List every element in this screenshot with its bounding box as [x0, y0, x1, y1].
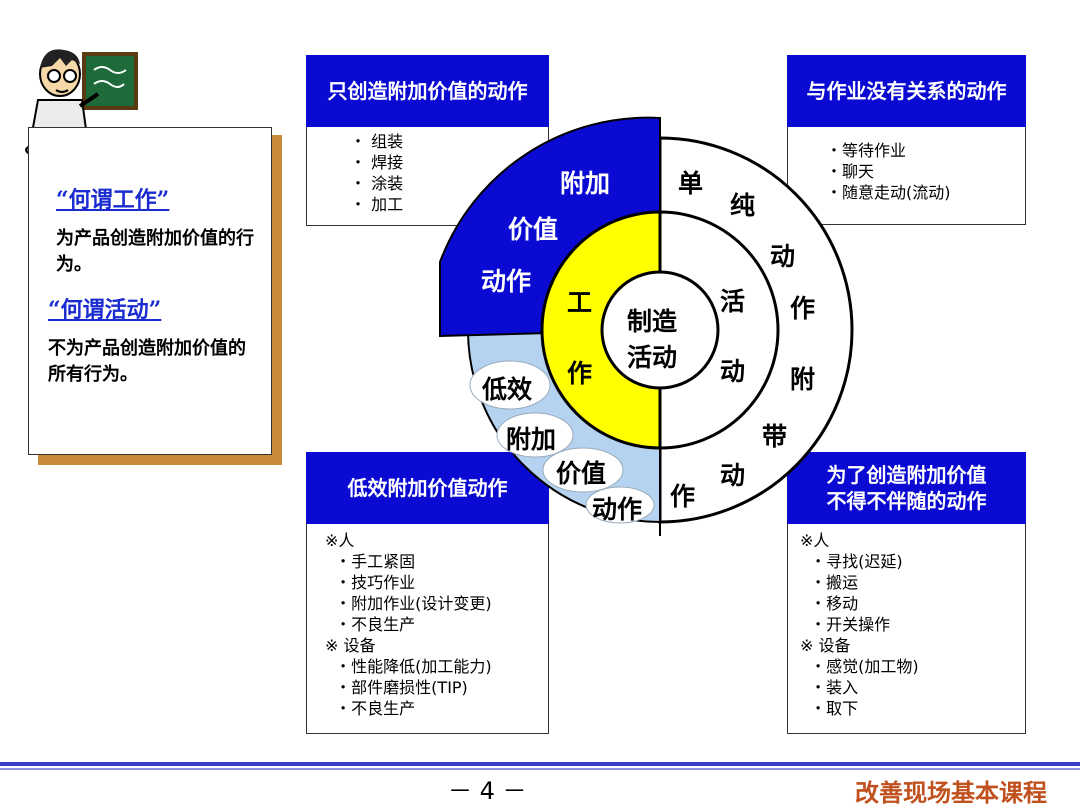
- list-item: ・等待作业: [826, 141, 907, 160]
- list-item: ※人: [325, 531, 355, 550]
- incidental-label-1: 附: [790, 365, 816, 394]
- list-item: ・寻找(迟延): [800, 552, 903, 571]
- footer-divider: [0, 768, 1080, 770]
- value-added-label-2: 价值: [508, 215, 559, 244]
- list-item: ・技巧作业: [325, 573, 416, 592]
- cloud-shapes: [469, 360, 655, 524]
- footer-divider: [0, 762, 1080, 766]
- value-added-box-title: 只创造附加价值的动作: [306, 55, 549, 127]
- incidental-title-line1: 为了创造附加价值: [826, 463, 987, 487]
- list-item: ※ 设备: [325, 636, 376, 655]
- list-item: ※人: [800, 531, 830, 550]
- definition-card: [28, 127, 272, 455]
- simple-label-3: 动: [770, 242, 796, 271]
- list-item: ・手工紧固: [325, 552, 416, 571]
- incidental-label-4: 作: [670, 482, 696, 511]
- list-item: ※ 设备: [800, 636, 851, 655]
- low-efficiency-box-title: 低效附加价值动作: [306, 452, 549, 524]
- work-definition-text: 为产品创造附加价值的行为。: [56, 228, 254, 275]
- low-efficiency-label-2: 附加: [506, 425, 557, 454]
- list-item: ・不良生产: [325, 699, 416, 718]
- list-item: ・ 加工: [350, 195, 404, 214]
- incidental-actions-list: ※人 ・寻找(迟延) ・搬运 ・移动 ・开关操作 ※ 设备 ・感觉(加工物) ・…: [800, 530, 919, 719]
- simple-label-1: 单: [678, 169, 704, 198]
- simple-label-2: 纯: [730, 191, 756, 220]
- list-item: ・搬运: [800, 573, 859, 592]
- low-efficiency-label-3: 价值: [556, 459, 607, 488]
- work-label-2: 作: [567, 359, 593, 388]
- unrelated-actions-list: ・等待作业 ・聊天 ・随意走动(流动): [826, 140, 951, 203]
- value-added-list: ・ 组装 ・ 焊接 ・ 涂装 ・ 加工: [350, 131, 403, 215]
- low-efficiency-label-4: 动作: [592, 495, 643, 524]
- incidental-actions-box-title: 为了创造附加价值 不得不伴随的动作: [787, 452, 1026, 524]
- center-label-line1: 制造: [627, 307, 678, 336]
- activity-definition-title: “何谓活动”: [48, 297, 162, 323]
- incidental-label-3: 动: [720, 461, 746, 490]
- list-item: ・开关操作: [800, 615, 891, 634]
- low-efficiency-label-1: 低效: [482, 375, 533, 404]
- list-item: ・聊天: [826, 162, 875, 181]
- simple-label-4: 作: [790, 294, 816, 323]
- list-item: ・不良生产: [325, 615, 416, 634]
- list-item: ・装入: [800, 678, 859, 697]
- activity-label-2: 动: [720, 357, 746, 386]
- list-item: ・感觉(加工物): [800, 657, 919, 676]
- list-item: ・部件磨损性(TIP): [325, 678, 468, 697]
- incidental-title-line2: 不得不伴随的动作: [826, 489, 987, 513]
- course-title: 改善现场基本课程: [855, 778, 1047, 807]
- low-efficiency-list: ※人 ・手工紧固 ・技巧作业 ・附加作业(设计变更) ・不良生产 ※ 设备 ・性…: [325, 530, 492, 719]
- work-definition-title: “何谓工作”: [56, 187, 170, 213]
- list-item: ・随意走动(流动): [826, 183, 951, 202]
- center-label-line2: 活动: [627, 343, 678, 372]
- list-item: ・ 涂装: [350, 174, 404, 193]
- list-item: ・取下: [800, 699, 859, 718]
- incidental-label-2: 带: [762, 422, 788, 451]
- value-added-label-1: 附加: [560, 169, 611, 198]
- activity-label-1: 活: [720, 287, 746, 316]
- list-item: ・性能降低(加工能力): [325, 657, 492, 676]
- list-item: ・移动: [800, 594, 859, 613]
- list-item: ・ 组装: [350, 132, 404, 151]
- list-item: ・ 焊接: [350, 153, 404, 172]
- work-label-1: 工: [567, 288, 593, 317]
- unrelated-actions-box-title: 与作业没有关系的动作: [787, 55, 1026, 127]
- activity-definition-text: 不为产品创造附加价值的所有行为。: [48, 338, 246, 385]
- list-item: ・附加作业(设计变更): [325, 594, 492, 613]
- manufacturing-activity-diagram: [439, 116, 854, 536]
- page-number: － 4 －: [448, 777, 527, 805]
- value-added-label-3: 动作: [481, 267, 532, 296]
